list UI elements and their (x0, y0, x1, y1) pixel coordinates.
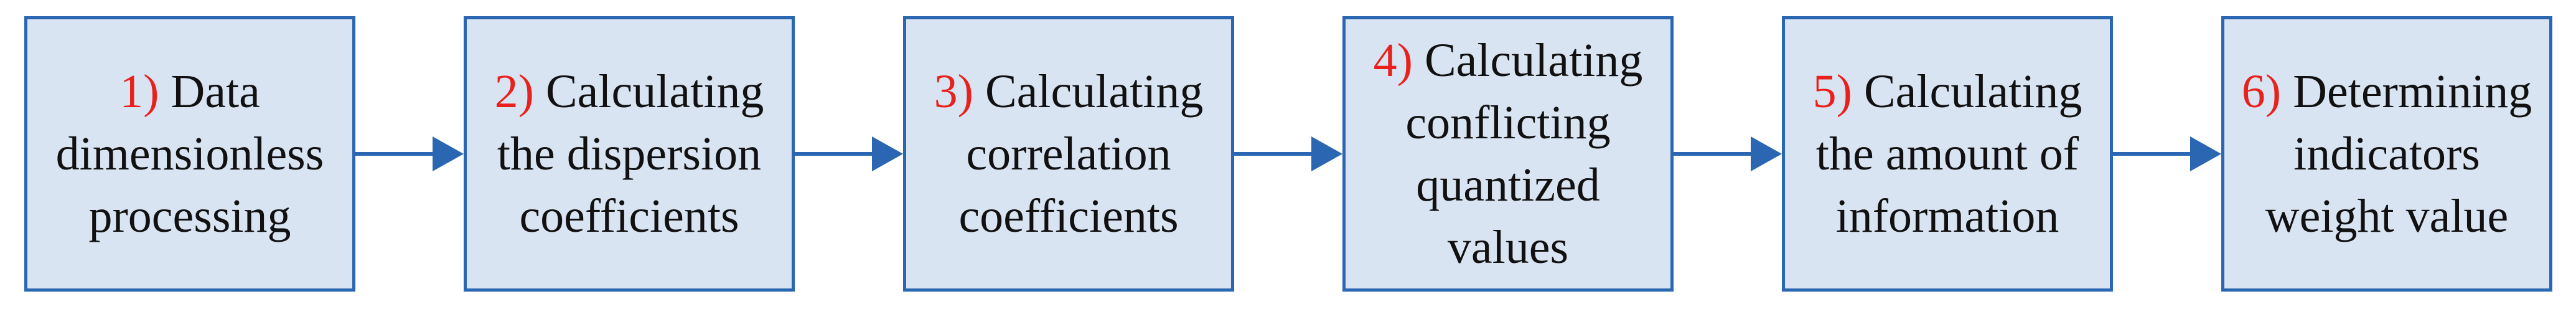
step-text-3: 3) Calculating correlation coefficients (922, 60, 1216, 247)
arrow-5-to-6 (2113, 136, 2221, 171)
step-text-5: 5) Calculating the amount of information (1801, 60, 2095, 247)
step-line: conflicting (1405, 97, 1611, 149)
step-line: correlation (966, 128, 1171, 180)
arrow-4-to-5 (1674, 136, 1782, 171)
step-line: coefficients (519, 190, 739, 242)
step-line: information (1835, 190, 2059, 242)
step-line: the amount of (1815, 128, 2079, 180)
step-line: quantized (1416, 159, 1600, 211)
step-line: 3) Calculating (934, 60, 1204, 123)
step-line: 1) Data (56, 60, 324, 123)
step-line: dimensionless (55, 128, 324, 180)
step-box-4: 4) Calculating conflicting quantized val… (1342, 16, 1674, 292)
step-label: Data (171, 65, 260, 118)
step-line: 2) Calculating (495, 60, 764, 123)
step-box-6: 6) Determining indicators weight value (2221, 16, 2552, 292)
step-box-2: 2) Calculating the dispersion coefficien… (464, 16, 795, 292)
step-line: 4) Calculating (1374, 29, 1643, 92)
step-text-6: 6) Determining indicators weight value (2229, 60, 2544, 247)
step-number: 5) (1812, 65, 1852, 118)
step-box-1: 1) Data dimensionless processing (24, 16, 355, 292)
step-label: Calculating (545, 65, 764, 118)
step-text-1: 1) Data dimensionless processing (44, 60, 337, 247)
step-text-4: 4) Calculating conflicting quantized val… (1361, 29, 1656, 278)
step-line: indicators (2293, 128, 2480, 180)
arrow-1-to-2 (355, 136, 464, 171)
step-label: Determining (2293, 65, 2532, 118)
step-number: 2) (494, 65, 534, 118)
step-box-3: 3) Calculating correlation coefficients (903, 16, 1234, 292)
step-line: 6) Determining (2242, 60, 2532, 123)
step-box-5: 5) Calculating the amount of information (1782, 16, 2113, 292)
step-line: values (1447, 221, 1569, 274)
step-text-2: 2) Calculating the dispersion coefficien… (482, 60, 777, 247)
step-number: 3) (934, 65, 973, 118)
step-number: 1) (119, 65, 159, 118)
step-number: 4) (1373, 34, 1413, 87)
step-number: 6) (2241, 65, 2282, 118)
arrow-3-to-4 (1234, 136, 1342, 171)
step-label: Calculating (1863, 65, 2082, 118)
step-line: weight value (2265, 190, 2509, 242)
step-line: coefficients (958, 190, 1179, 242)
step-label: Calculating (985, 65, 1204, 118)
step-line: 5) Calculating (1813, 60, 2082, 123)
step-line: processing (88, 190, 291, 242)
arrow-2-to-3 (795, 136, 903, 171)
step-label: Calculating (1424, 34, 1643, 87)
step-line: the dispersion (497, 128, 762, 180)
